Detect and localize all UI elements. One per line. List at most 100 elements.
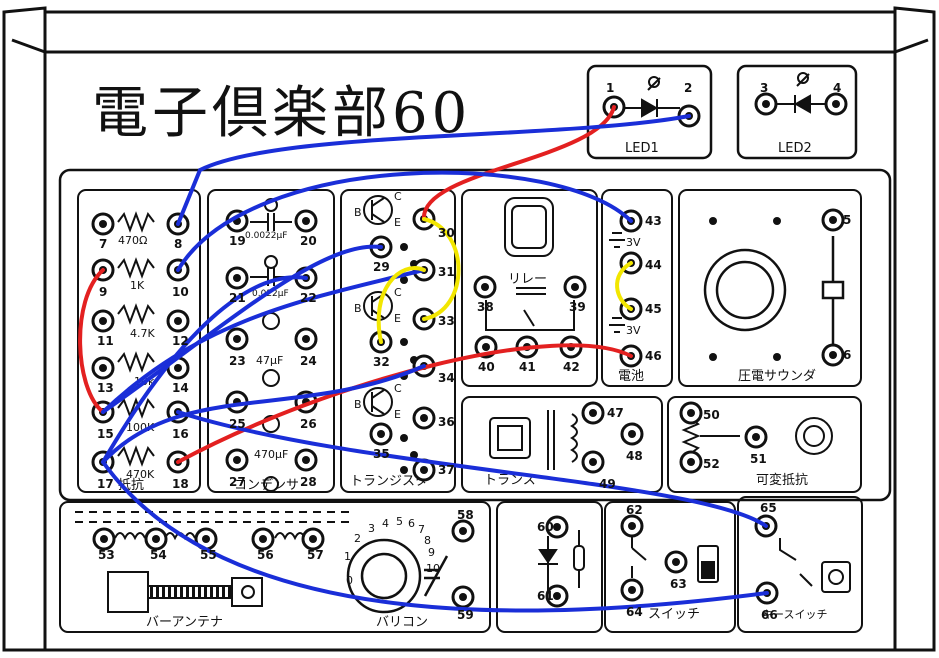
led1-label: LED1: [625, 141, 659, 156]
terminal-label-7: 7: [99, 237, 107, 251]
terminal-label-10: 10: [172, 285, 189, 299]
terminal-21-hole: [233, 274, 241, 282]
terminal-label-65: 65: [760, 501, 777, 515]
terminal-11-hole: [99, 317, 107, 325]
terminal-59-hole: [459, 593, 467, 601]
terminal-label-59: 59: [457, 608, 474, 622]
pin-e-label-2: E: [394, 312, 401, 325]
terminal-55-hole: [202, 535, 210, 543]
terminal-label-41: 41: [519, 360, 536, 374]
wire-yellow-44-45: [615, 261, 633, 311]
terminal-label-50: 50: [703, 408, 720, 422]
terminal-58-hole: [459, 527, 467, 535]
terminal-label-2: 2: [684, 81, 692, 95]
terminal-label-15: 15: [97, 427, 114, 441]
terminal-24-hole: [302, 335, 310, 343]
battery-section-label: 電池: [618, 369, 644, 384]
terminal-40-hole: [482, 343, 490, 351]
battery-voltage-1: 3V: [626, 236, 641, 249]
dial-mark-8: 8: [424, 534, 431, 547]
terminal-label-62: 62: [626, 503, 643, 517]
capacitor-value-4: 470μF: [254, 448, 288, 461]
pin-c-label-3: C: [394, 382, 402, 395]
terminal-label-34: 34: [438, 371, 455, 385]
led1-panel: LED1 1 2: [586, 64, 713, 160]
wire-blue-15-29: [101, 244, 383, 414]
resistor-value-1k: 1K: [130, 279, 145, 292]
terminal-27-hole: [233, 456, 241, 464]
terminal-label-23: 23: [229, 354, 246, 368]
dial-mark-5: 5: [396, 515, 403, 528]
resistor-value-470k: 470K: [126, 468, 155, 481]
terminal-61-hole: [553, 592, 561, 600]
resistor-symbols: [117, 211, 155, 467]
dial-mark-10: 10: [426, 562, 440, 575]
led2-symbol-icon: [770, 72, 832, 114]
terminal-label-6: 6: [843, 348, 851, 362]
pin-c-label-2: C: [394, 286, 402, 299]
terminal-label-54: 54: [150, 548, 167, 562]
terminal-label-25: 25: [229, 417, 246, 431]
transformer-icon: [489, 410, 578, 470]
terminal-label-22: 22: [300, 291, 317, 305]
terminal-label-42: 42: [563, 360, 580, 374]
transformer-section-label: トランス: [484, 473, 536, 488]
pin-b-label: B: [354, 206, 362, 219]
terminal-label-30: 30: [438, 226, 455, 240]
terminal-label-56: 56: [257, 548, 274, 562]
terminal-7-hole: [99, 220, 107, 228]
terminal-51-hole: [752, 433, 760, 441]
terminal-label-38: 38: [477, 300, 494, 314]
buzzer-section-label: 圧電サウンダ: [738, 369, 816, 384]
wire-blue-10-43: [176, 170, 633, 272]
wire-blue-17-22: [101, 275, 308, 464]
led2-label: LED2: [778, 141, 812, 156]
wire-blue-2-8: [176, 114, 691, 226]
terminal-label-29: 29: [373, 260, 390, 274]
terminal-label-28: 28: [300, 475, 317, 489]
battery-icon: [609, 232, 625, 333]
dial-mark-0: 0: [346, 574, 353, 587]
terminal-35-hole: [377, 430, 385, 438]
wires-layer: [78, 105, 769, 613]
bar-antenna-icon: [107, 571, 263, 613]
wire-red-9-15: [78, 268, 105, 414]
terminal-23-hole: [233, 335, 241, 343]
transistor-section-label: トランジスタ: [350, 474, 428, 489]
capacitor-value-3: 47μF: [256, 354, 283, 367]
capacitor-value-1: 0.0022μF: [245, 231, 287, 241]
terminal-label-43: 43: [645, 214, 662, 228]
terminal-label-55: 55: [200, 548, 217, 562]
terminal-62-hole: [628, 522, 636, 530]
resistor-value-470: 470Ω: [118, 234, 147, 247]
terminal-label-19: 19: [229, 234, 246, 248]
terminal-label-64: 64: [626, 605, 643, 619]
terminal-37-hole: [420, 466, 428, 474]
dial-mark-4: 4: [382, 517, 389, 530]
terminal-54-hole: [152, 535, 160, 543]
key-switch-section-label: キースイッチ: [762, 608, 827, 621]
terminal-label-63: 63: [670, 577, 687, 591]
terminal-label-20: 20: [300, 234, 317, 248]
terminal-label-33: 33: [438, 314, 455, 328]
switch-section-label: スイッチ: [648, 607, 700, 622]
pin-c-label: C: [394, 190, 402, 203]
terminal-63-hole: [672, 558, 680, 566]
terminal-20-hole: [302, 217, 310, 225]
board-title: 電子倶楽部60: [92, 81, 471, 146]
terminal-53-hole: [100, 535, 108, 543]
resistor-value-4k7: 4.7K: [130, 327, 155, 340]
wire-yellow-32-31: [376, 266, 426, 344]
terminal-39-hole: [571, 283, 579, 291]
terminal-label-31: 31: [438, 265, 455, 279]
terminal-47-hole: [589, 409, 597, 417]
pin-b-label-2: B: [354, 302, 362, 315]
buzzer-screws: [709, 217, 781, 361]
terminal-49-hole: [589, 458, 597, 466]
terminal-label-35: 35: [373, 447, 390, 461]
terminal-label-36: 36: [438, 415, 455, 429]
pin-e-label-3: E: [394, 408, 401, 421]
terminal-label-12: 12: [172, 334, 189, 348]
wire-yellow-30-33: [422, 217, 461, 321]
